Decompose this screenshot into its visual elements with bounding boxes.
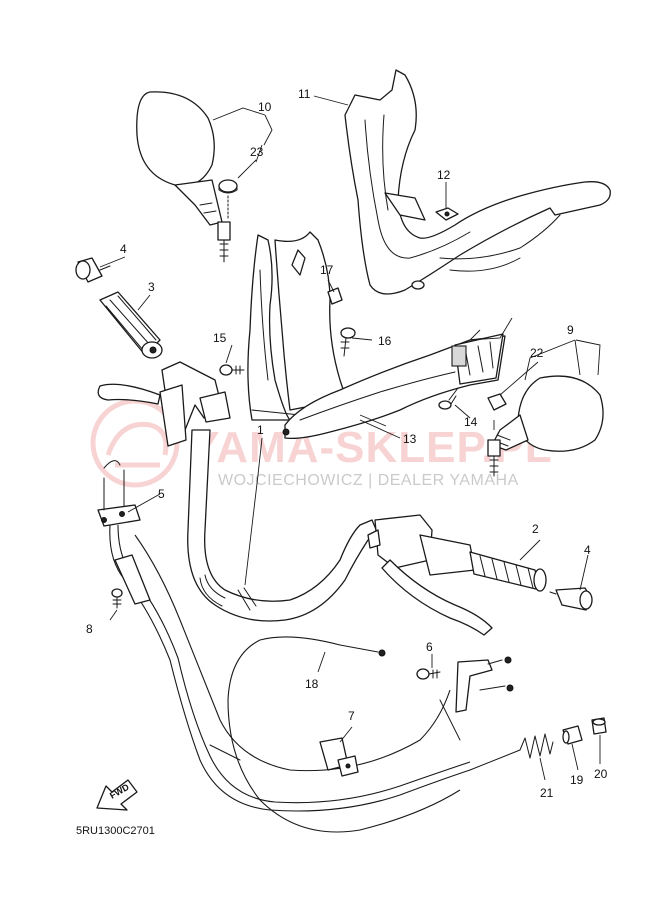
callout-14: 14	[464, 415, 478, 429]
callout-7: 7	[348, 709, 355, 723]
callout-5: 5	[158, 487, 165, 501]
callout-16: 16	[378, 334, 392, 348]
callout-1: 1	[257, 423, 264, 437]
callout-11: 11	[298, 87, 311, 101]
screw-15[interactable]	[219, 364, 245, 376]
grip-end-4-left[interactable]	[75, 257, 111, 283]
callout-19: 19	[570, 773, 584, 787]
right-control-assembly[interactable]	[367, 514, 493, 636]
callout-4-top: 4	[120, 242, 127, 256]
cap-22[interactable]	[487, 393, 507, 411]
throttle-cables	[109, 524, 471, 812]
watermark-subtitle: WOJCIECHOWICZ | DEALER YAMAHA	[218, 472, 519, 489]
callout-20: 20	[594, 767, 608, 781]
callout-15: 15	[213, 331, 227, 345]
bolt-8[interactable]	[111, 588, 123, 609]
nut-12[interactable]	[435, 207, 459, 221]
cable-18[interactable]	[227, 636, 461, 833]
mirror-left[interactable]	[136, 91, 231, 263]
fwd-arrow: FWD	[96, 779, 138, 811]
callout-9: 9	[567, 323, 574, 337]
callout-22: 22	[530, 346, 544, 360]
screw-6[interactable]	[416, 668, 441, 680]
callout-18: 18	[305, 677, 319, 691]
grip-end-4-right[interactable]	[549, 587, 593, 611]
cap-23[interactable]	[218, 179, 238, 221]
screw-16[interactable]	[340, 327, 356, 357]
callout-13: 13	[403, 432, 417, 446]
callout-labels: 10 23 11 12 4 3 17 16 15 9 22 14 13 1 5 …	[86, 87, 608, 800]
callout-3: 3	[148, 280, 155, 294]
clip-17[interactable]	[327, 287, 343, 305]
cable-bracket-5[interactable]	[97, 460, 141, 527]
callout-17: 17	[320, 263, 334, 277]
callout-6: 6	[426, 640, 433, 654]
callout-4-right: 4	[584, 543, 591, 557]
callout-12: 12	[437, 168, 451, 182]
throttle-grip-2[interactable]	[469, 551, 547, 592]
bracket-6[interactable]	[439, 656, 514, 741]
grip-3[interactable]	[99, 291, 163, 359]
front-panel[interactable]	[247, 231, 346, 421]
handlebar-1[interactable]	[97, 361, 379, 622]
lower-cover-13[interactable]	[282, 333, 506, 440]
holder-7[interactable]	[319, 737, 359, 777]
leader-lines	[99, 95, 601, 781]
callout-8: 8	[86, 622, 93, 636]
callout-23: 23	[250, 145, 264, 159]
callout-21: 21	[540, 786, 554, 800]
part-19[interactable]	[562, 725, 583, 745]
screw-14[interactable]	[438, 387, 459, 410]
mirror-right[interactable]	[487, 375, 604, 477]
part-20[interactable]	[591, 717, 607, 735]
callout-2: 2	[532, 522, 539, 536]
callout-10: 10	[258, 100, 272, 114]
spring-21[interactable]	[469, 733, 554, 771]
diagram-code: 5RU1300C2701	[76, 825, 155, 837]
upper-cover-11[interactable]	[344, 69, 611, 295]
